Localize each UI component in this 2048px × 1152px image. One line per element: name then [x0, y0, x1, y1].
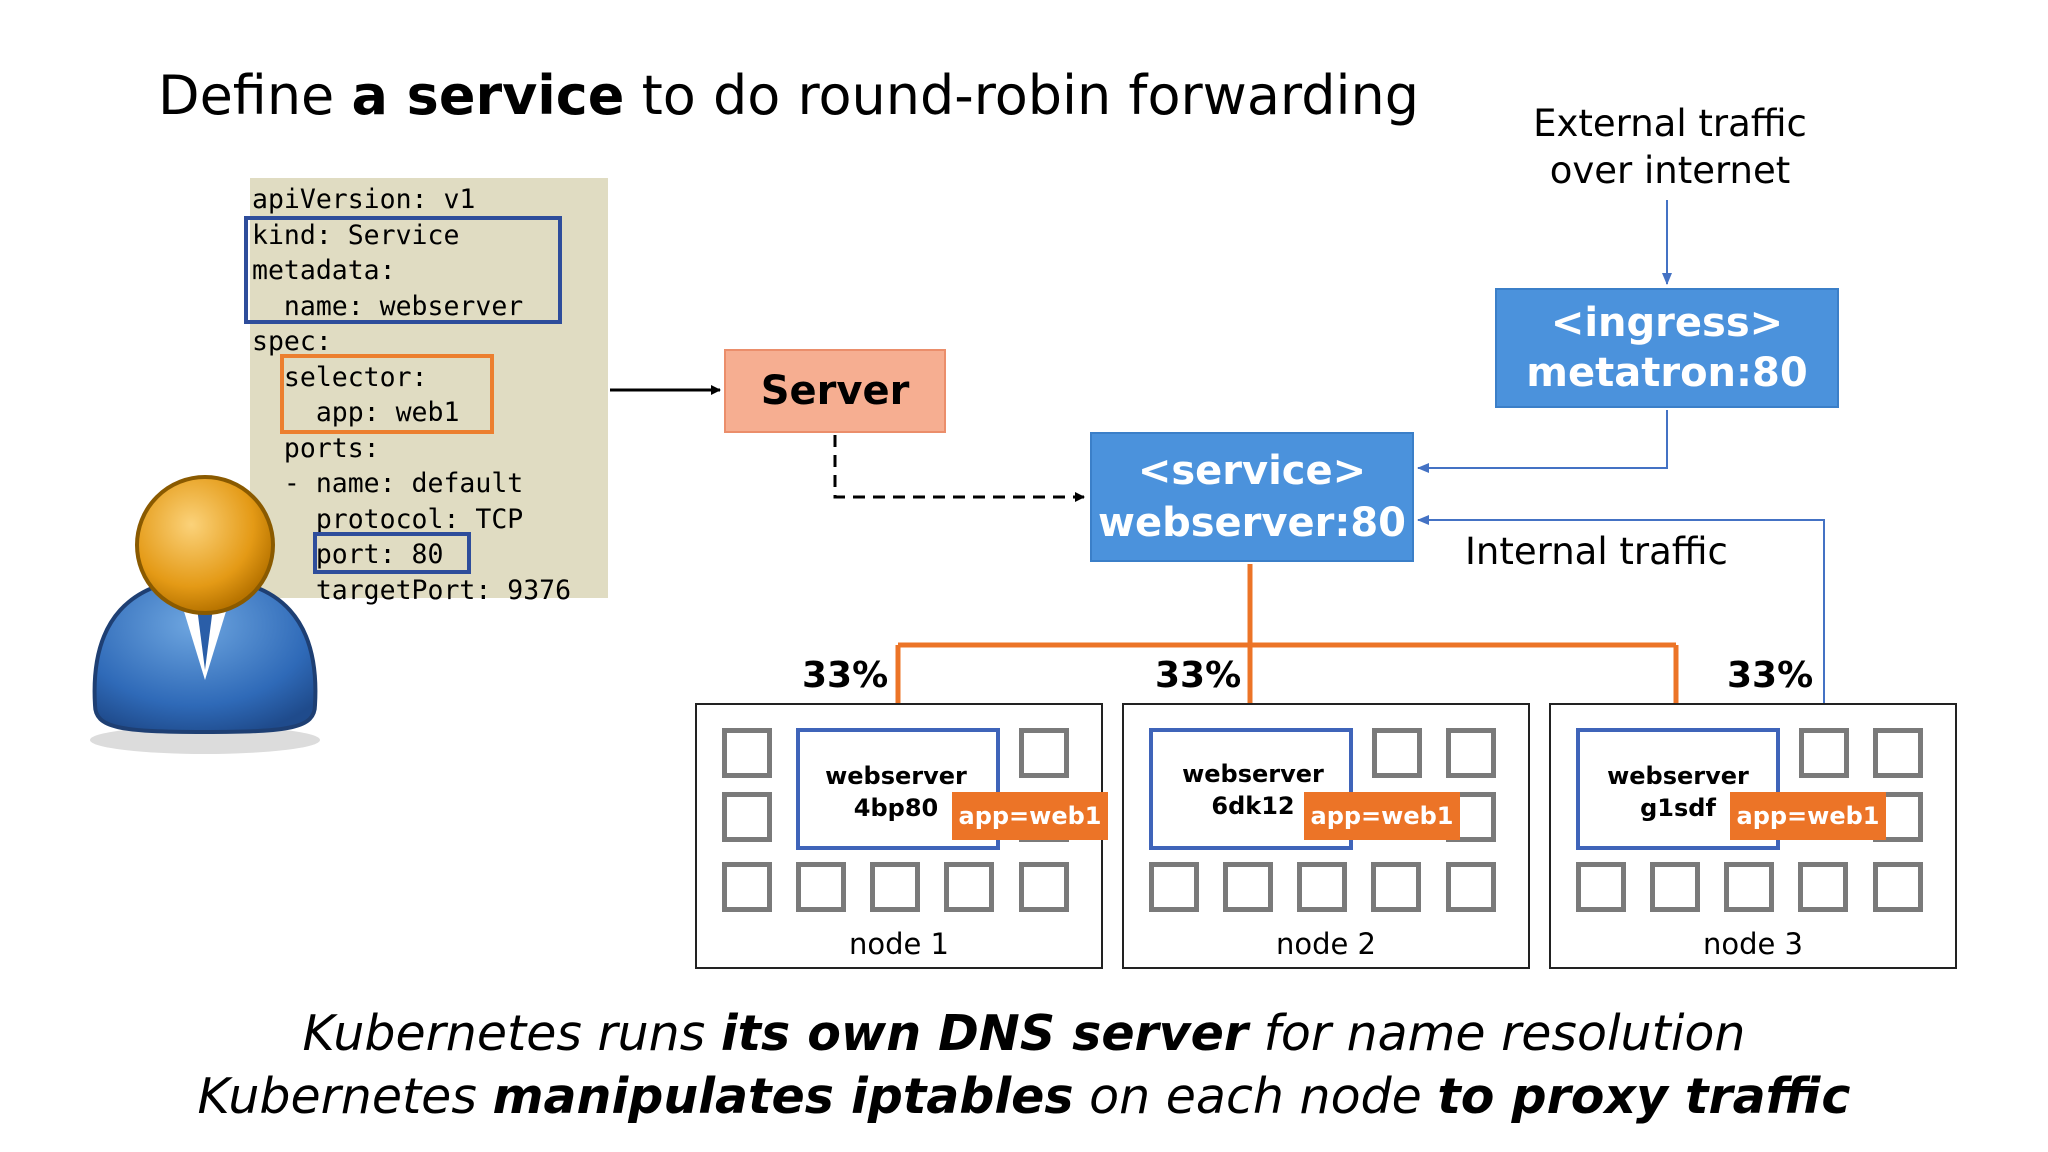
empty-slot	[1223, 862, 1273, 912]
server-to-service-dashed-arrow	[833, 435, 1085, 502]
pod-node1-line2: 4bp80	[853, 794, 939, 822]
pod-node1-label-tag: app=web1	[952, 792, 1108, 840]
pod-node3-name: webserver g1sdf	[1588, 760, 1768, 824]
title-part1: Define	[158, 64, 352, 127]
empty-slot	[944, 862, 994, 912]
server-box: Server	[724, 349, 946, 433]
empty-slot	[1019, 728, 1069, 778]
empty-slot	[870, 862, 920, 912]
empty-slot	[1650, 862, 1700, 912]
pod-node2-line2: 6dk12	[1211, 792, 1295, 820]
pod-node2-line1: webserver	[1182, 760, 1324, 788]
node3-percent: 33%	[1727, 655, 1814, 696]
bottom-l1-a: Kubernetes runs	[302, 1005, 721, 1062]
node1-label: node 1	[848, 927, 950, 961]
node1-percent: 33%	[802, 655, 889, 696]
yaml-code-block: apiVersion: v1 kind: Service metadata: n…	[250, 178, 608, 606]
empty-slot	[1297, 862, 1347, 912]
title-part2: to do round-robin forwarding	[624, 64, 1419, 127]
bottom-l1-c: for name resolution	[1248, 1005, 1746, 1062]
service-line1: <service>	[1137, 448, 1367, 494]
external-line1: External traffic	[1533, 102, 1807, 145]
title-bold: a service	[351, 64, 625, 127]
empty-slot	[722, 792, 772, 842]
yaml-line: - name: default	[252, 468, 524, 499]
bottom-l2-a: Kubernetes	[197, 1068, 493, 1125]
internal-traffic-label: Internal traffic	[1465, 530, 1728, 573]
bottom-l1-b: its own DNS server	[720, 1005, 1249, 1062]
empty-slot	[1149, 862, 1199, 912]
empty-slot	[722, 862, 772, 912]
yaml-line: apiVersion: v1	[252, 184, 476, 215]
pod-node2-label-tag: app=web1	[1304, 792, 1460, 840]
empty-slot	[1372, 728, 1422, 778]
service-line2: webserver:80	[1098, 500, 1406, 546]
kind-metadata-highlight	[244, 216, 562, 324]
yaml-line: kind: Service	[252, 219, 460, 251]
pod-node2-name: webserver 6dk12	[1163, 758, 1343, 822]
bottom-l2-c: on each node	[1073, 1068, 1438, 1125]
node2-label: node 2	[1275, 927, 1377, 961]
bottom-line-1: Kubernetes runs its own DNS server for n…	[0, 1005, 2048, 1062]
empty-slot	[1446, 728, 1496, 778]
external-line2: over internet	[1549, 149, 1791, 192]
pod-node3-line2: g1sdf	[1640, 794, 1716, 822]
bottom-l2-d: to proxy traffic	[1437, 1068, 1851, 1125]
internal-traffic-arrow	[1417, 515, 1825, 728]
pod-node3-label-tag: app=web1	[1730, 792, 1886, 840]
yaml-line: ports:	[252, 432, 380, 464]
bottom-line-2: Kubernetes manipulates iptables on each …	[0, 1068, 2048, 1125]
node3-label: node 3	[1702, 927, 1804, 961]
server-label: Server	[760, 368, 910, 414]
pod-node1-line1: webserver	[825, 762, 967, 790]
empty-slot	[1019, 862, 1069, 912]
ingress-to-service-arrow	[1417, 410, 1668, 473]
empty-slot	[1873, 862, 1923, 912]
empty-slot	[1873, 728, 1923, 778]
external-traffic-label: External traffic over internet	[1480, 100, 1860, 194]
node2-percent: 33%	[1155, 655, 1242, 696]
service-box: <service> webserver:80	[1090, 432, 1414, 562]
empty-slot	[1798, 862, 1848, 912]
yaml-line: metadata:	[252, 255, 396, 286]
empty-slot	[722, 728, 772, 778]
ingress-line2: metatron:80	[1526, 350, 1808, 396]
yaml-line: spec:	[252, 326, 332, 357]
empty-slot	[1799, 728, 1849, 778]
user-avatar-icon	[90, 475, 320, 754]
yaml-line: name: webserver	[252, 290, 524, 322]
yaml-line: selector:	[252, 361, 428, 393]
pod-node3-line1: webserver	[1607, 762, 1749, 790]
page-title: Define a service to do round-robin forwa…	[158, 64, 1419, 127]
bottom-l2-b: manipulates iptables	[492, 1068, 1074, 1125]
port-highlight	[313, 532, 471, 574]
empty-slot	[1724, 862, 1774, 912]
empty-slot	[796, 862, 846, 912]
yaml-line: targetPort: 9376	[252, 574, 572, 606]
pod-node1-name: webserver 4bp80	[806, 760, 986, 824]
ingress-line1: <ingress>	[1550, 300, 1784, 346]
empty-slot	[1446, 862, 1496, 912]
yaml-line: app: web1	[252, 397, 460, 428]
ingress-box: <ingress> metatron:80	[1495, 288, 1839, 408]
empty-slot	[1576, 862, 1626, 912]
yaml-line: port: 80	[252, 539, 444, 570]
empty-slot	[1371, 862, 1421, 912]
yaml-line: protocol: TCP	[252, 503, 524, 535]
selector-highlight	[280, 354, 494, 434]
